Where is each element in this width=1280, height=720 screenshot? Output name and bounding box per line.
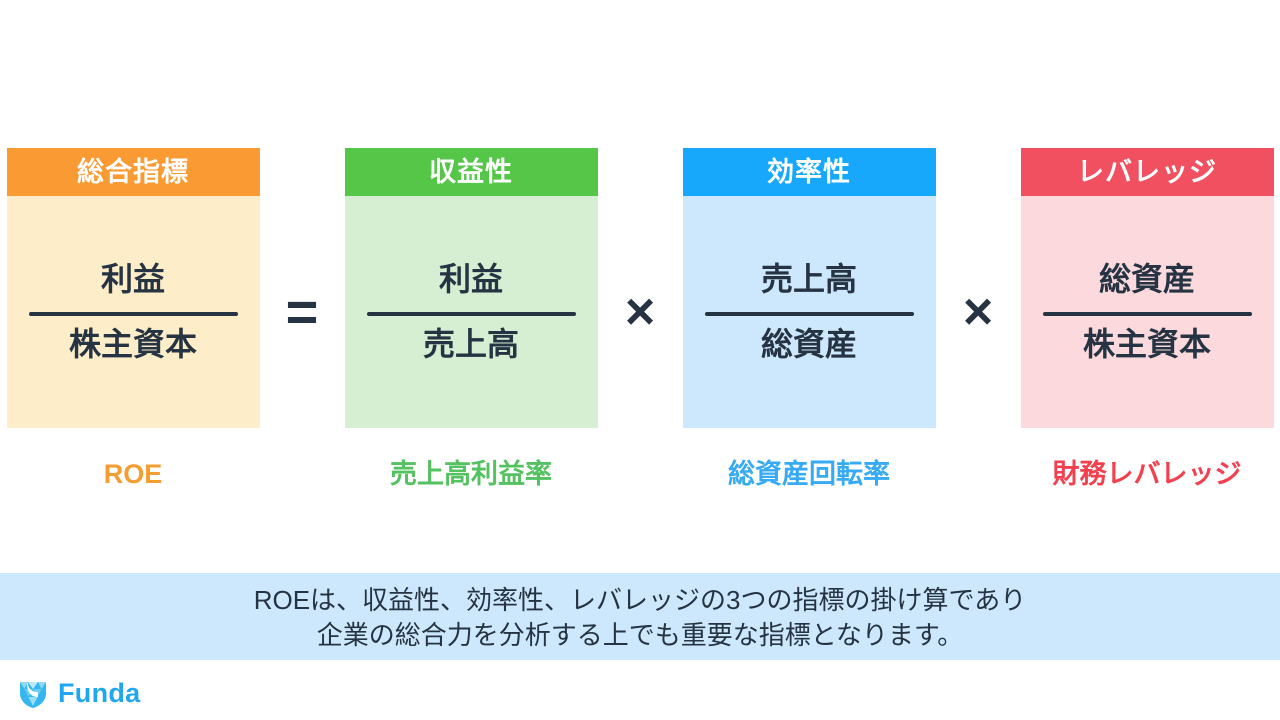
brand-name: Funda (58, 677, 141, 708)
fraction-denominator: 株主資本 (1082, 326, 1211, 362)
fraction-bar (366, 312, 576, 316)
card-header-label: 効率性 (767, 156, 851, 187)
card-header-label: 総合指標 (77, 156, 189, 187)
fraction-denominator: 株主資本 (68, 326, 197, 362)
equals-operator: = (285, 280, 319, 343)
fraction-numerator: 総資産 (1098, 261, 1195, 298)
card-header-efficiency: 効率性 (682, 148, 936, 196)
metric-label-profitability: 売上高利益率 (390, 458, 552, 489)
summary-line-1: ROEは、収益性、効率性、レバレッジの3つの指標の掛け算であり (253, 585, 1027, 616)
card-header-label: レバレッジ (1077, 156, 1217, 187)
metric-label-leverage: 財務レバレッジ (1052, 458, 1242, 489)
brand-footer: Funda (16, 676, 141, 710)
card-header-profitability: 収益性 (344, 148, 598, 196)
formula-card-profitability: 収益性 利益 売上高 (344, 148, 598, 428)
card-header-leverage: レバレッジ (1020, 148, 1274, 196)
fraction-leverage: 総資産 株主資本 (1042, 261, 1252, 363)
metric-label-efficiency: 総資産回転率 (728, 458, 890, 489)
roe-formula-row: 総合指標 利益 株主資本 = 収益性 利益 売上高 (0, 148, 1280, 438)
card-body-profitability: 利益 売上高 (344, 196, 598, 428)
card-body-roe: 利益 株主資本 (6, 196, 260, 428)
fraction-bar (28, 312, 238, 316)
multiply-operator-1: × (624, 283, 656, 341)
metric-label-roe: ROE (103, 458, 163, 489)
diamond-gem-icon (16, 676, 50, 710)
card-body-efficiency: 売上高 総資産 (682, 196, 936, 428)
fraction-efficiency: 売上高 総資産 (704, 261, 914, 363)
fraction-denominator: 総資産 (760, 326, 857, 362)
fraction-profitability: 利益 売上高 (366, 261, 576, 363)
fraction-bar (1042, 312, 1252, 316)
multiply-operator-2: × (962, 283, 994, 341)
fraction-roe: 利益 株主資本 (28, 261, 238, 363)
formula-card-leverage: レバレッジ 総資産 株主資本 (1020, 148, 1274, 428)
card-header-roe: 総合指標 (6, 148, 260, 196)
formula-card-efficiency: 効率性 売上高 総資産 (682, 148, 936, 428)
fraction-denominator: 売上高 (422, 326, 519, 362)
card-body-leverage: 総資産 株主資本 (1020, 196, 1274, 428)
fraction-numerator: 利益 (438, 261, 503, 298)
card-header-label: 収益性 (429, 156, 513, 187)
summary-line-2: 企業の総合力を分析する上でも重要な指標となります。 (316, 619, 964, 650)
metric-label-row: ROE 売上高利益率 総資産回転率 財務レバレッジ (0, 450, 1280, 498)
fraction-bar (704, 312, 914, 316)
fraction-numerator: 利益 (100, 261, 165, 298)
fraction-numerator: 売上高 (760, 261, 857, 298)
formula-card-roe: 総合指標 利益 株主資本 (6, 148, 260, 428)
summary-banner: ROEは、収益性、効率性、レバレッジの3つの指標の掛け算であり 企業の総合力を分… (0, 573, 1280, 660)
